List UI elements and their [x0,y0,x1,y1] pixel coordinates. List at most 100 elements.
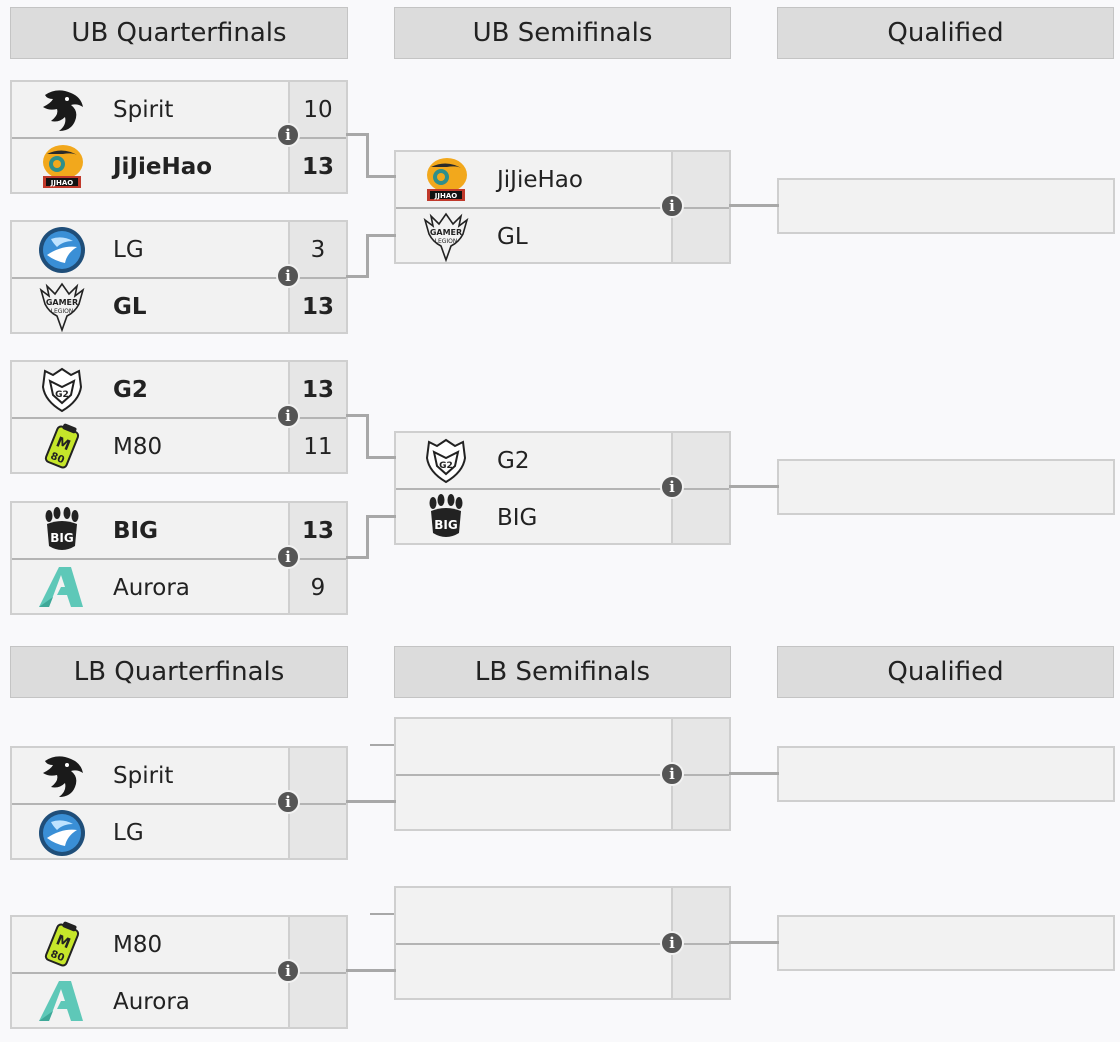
team-row[interactable]: M80 [12,917,346,972]
team-name[interactable]: G2 [113,376,148,403]
team-name[interactable]: LG [113,819,144,846]
team-name[interactable]: BIG [113,517,158,544]
team-name[interactable]: Spirit [113,96,174,123]
info-icon[interactable]: i [660,931,684,955]
match-divider [12,417,346,419]
info-icon[interactable]: i [276,790,300,814]
header-ub-semifinals: UB Semifinals [394,7,731,59]
team-row[interactable]: JiJieHao [396,152,729,207]
team-row[interactable]: LG 3 [12,222,346,277]
connector [346,800,396,803]
connector [366,456,396,459]
team-row[interactable]: Aurora [12,974,346,1029]
team-row[interactable]: BIG 13 [12,503,346,558]
aurora-a-icon [34,562,90,614]
lb-qualified-slot-2[interactable] [777,915,1115,971]
team-name[interactable]: GL [497,223,528,250]
team-score: 13 [301,293,334,320]
match-divider [12,972,346,974]
spirit-dragon-icon [34,750,90,802]
connector [729,204,779,207]
team-name[interactable]: Spirit [113,762,174,789]
lg-globe-icon [34,224,90,276]
header-lb-quarterfinals: LB Quarterfinals [10,646,348,698]
info-icon[interactable]: i [276,404,300,428]
connector-stub [370,744,394,746]
big-paw-icon [418,492,474,544]
info-icon[interactable]: i [660,475,684,499]
team-score: 13 [301,376,334,403]
team-row[interactable]: Spirit [12,748,346,803]
team-row[interactable]: G2 [396,433,729,488]
team-score: 10 [303,96,333,123]
team-name[interactable]: M80 [113,931,163,958]
team-row[interactable]: LG [12,805,346,860]
team-row[interactable]: Spirit 10 [12,82,346,137]
match-divider [396,207,729,209]
ub-qualified-slot-2[interactable] [777,459,1115,515]
header-ub-qualified: Qualified [777,7,1114,59]
ub-sf-match-2[interactable]: G2 BIG [394,431,731,545]
match-divider [12,277,346,279]
info-icon[interactable]: i [660,762,684,786]
team-name[interactable]: BIG [497,504,538,531]
connector [729,941,779,944]
ub-qf-match-2[interactable]: LG 3 GL 13 [10,220,348,334]
connector [346,556,368,559]
header-lb-qualified: Qualified [777,646,1114,698]
jijiehao-tiger-icon [418,154,474,206]
team-name[interactable]: Aurora [113,988,190,1015]
team-score: 9 [310,574,326,601]
g2-samurai-icon [418,435,474,487]
gl-gamerlegion-icon [34,281,90,333]
connector [366,133,369,178]
team-row[interactable]: BIG [396,490,729,545]
team-row[interactable]: GL 13 [12,279,346,334]
match-divider [396,943,729,945]
connector [366,515,396,518]
header-ub-quarterfinals: UB Quarterfinals [10,7,348,59]
team-name[interactable]: JiJieHao [497,166,583,193]
team-name[interactable]: GL [113,293,147,320]
team-name[interactable]: JiJieHao [113,153,213,180]
team-row[interactable]: Aurora 9 [12,560,346,615]
info-icon[interactable]: i [276,545,300,569]
lb-qf-match-2[interactable]: M80 Aurora [10,915,348,1029]
connector [366,175,396,178]
header-lb-semifinals: LB Semifinals [394,646,731,698]
team-name[interactable]: M80 [113,433,163,460]
info-icon[interactable]: i [276,264,300,288]
connector [346,414,368,417]
info-icon[interactable]: i [276,123,300,147]
ub-qualified-slot-1[interactable] [777,178,1115,234]
lb-qf-match-1[interactable]: Spirit LG [10,746,348,860]
team-row[interactable]: JiJieHao 13 [12,139,346,194]
team-row[interactable]: G2 13 [12,362,346,417]
team-row[interactable]: M80 11 [12,419,346,474]
gl-gamerlegion-icon [418,211,474,263]
connector-stub [370,913,394,915]
team-score: 13 [301,153,334,180]
g2-samurai-icon [34,364,90,416]
connector [346,275,368,278]
jijiehao-tiger-icon [34,141,90,193]
lb-qualified-slot-1[interactable] [777,746,1115,802]
team-score: 3 [310,236,326,263]
connector [729,772,779,775]
info-icon[interactable]: i [660,194,684,218]
match-divider [12,803,346,805]
team-name[interactable]: LG [113,236,144,263]
team-name[interactable]: G2 [497,447,530,474]
info-icon[interactable]: i [276,959,300,983]
match-divider [12,137,346,139]
team-score: 13 [301,517,334,544]
team-score: 11 [303,433,333,460]
connector [346,969,396,972]
team-row[interactable]: GL [396,209,729,264]
connector [366,515,369,559]
m80-can-icon [34,919,90,971]
match-divider [12,558,346,560]
team-name[interactable]: Aurora [113,574,190,601]
connector [366,234,396,237]
aurora-a-icon [34,976,90,1028]
